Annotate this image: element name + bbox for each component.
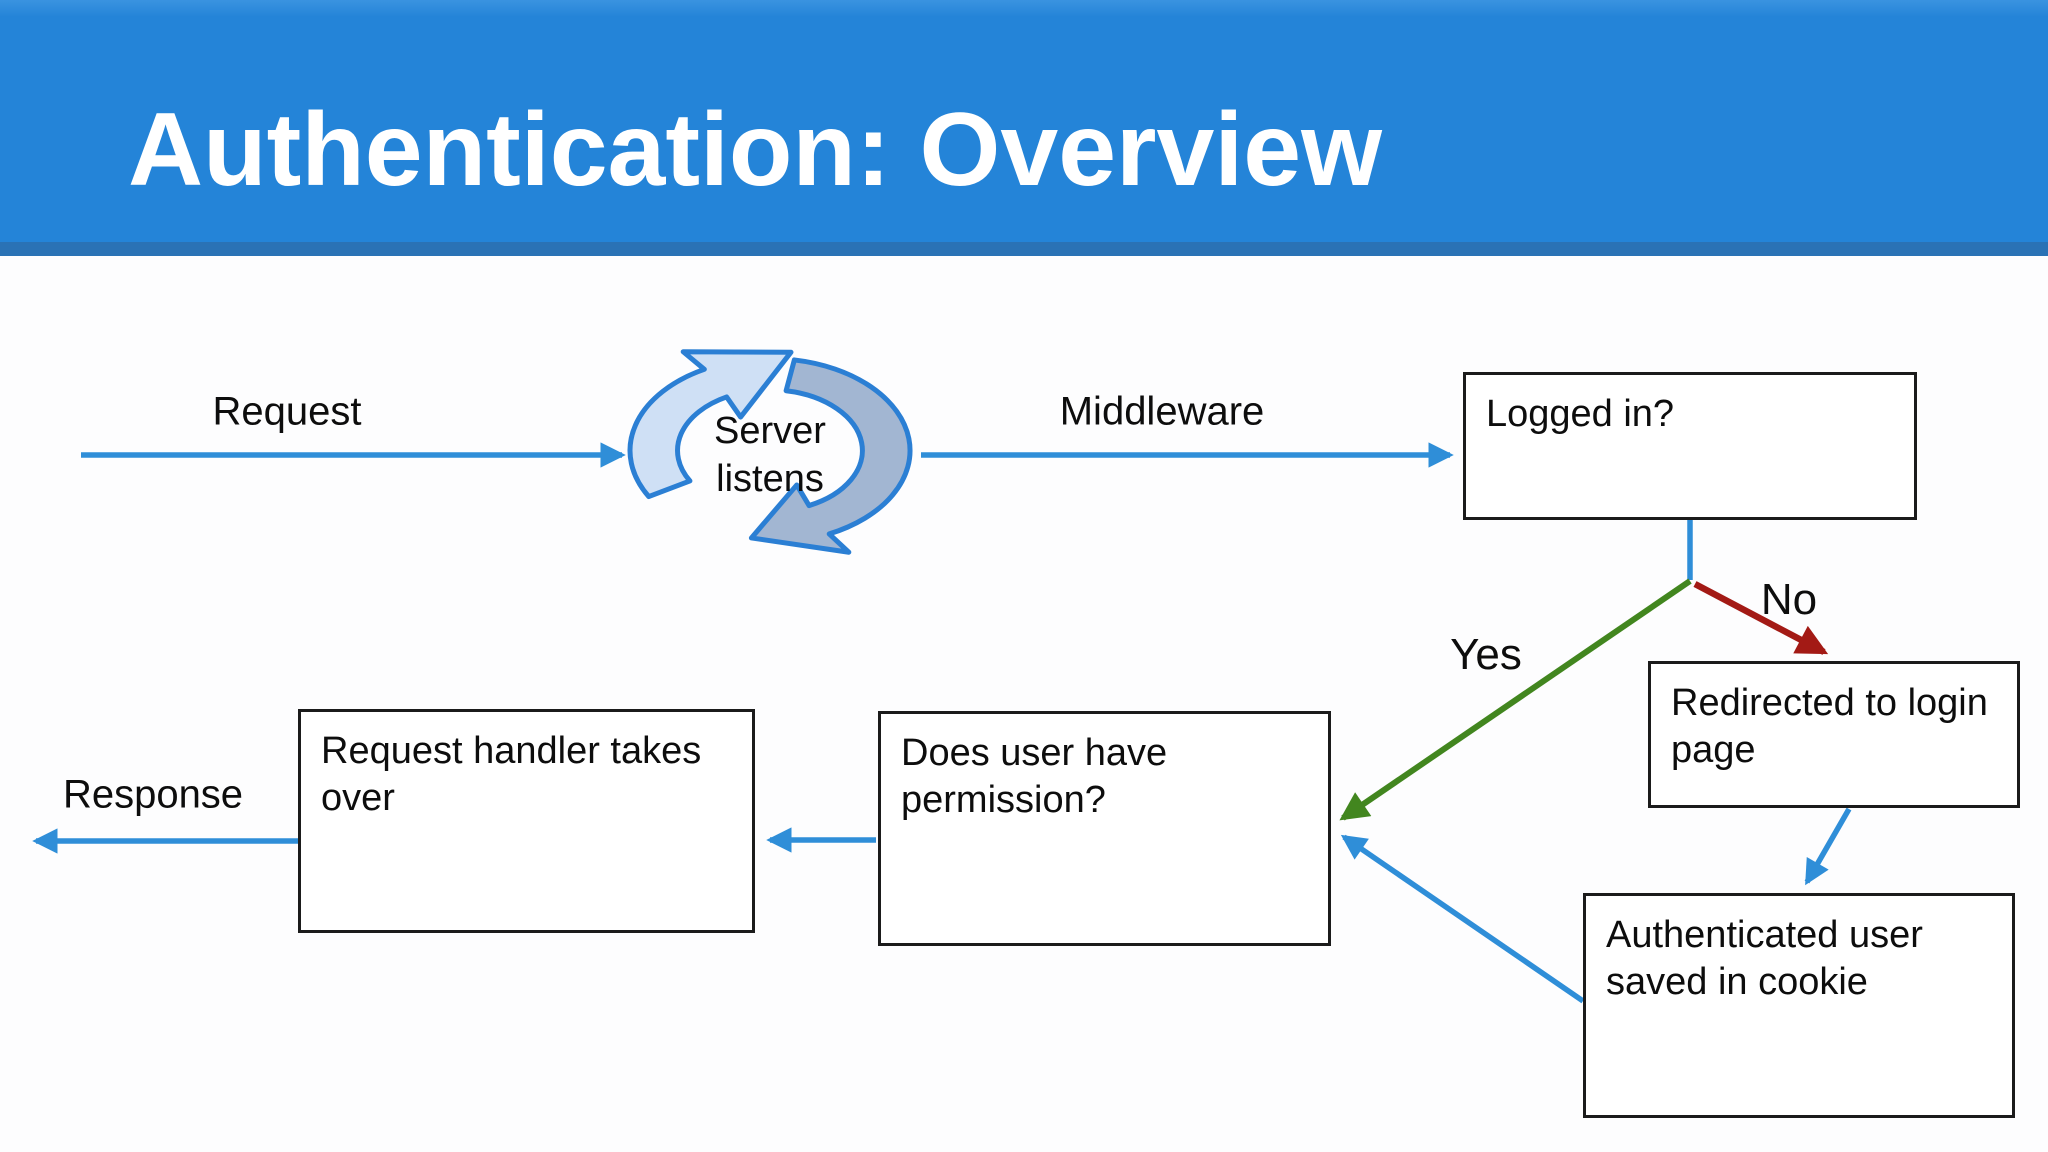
edge-label-middleware: Middleware <box>1059 389 1265 434</box>
edge-label-yes: Yes <box>1450 630 1522 679</box>
node-request-handler: Request handler takes over <box>298 709 755 933</box>
edge-label-no: No <box>1760 575 1818 624</box>
node-auth-cookie-text: Authenticated user saved in cookie <box>1606 914 1923 1004</box>
node-request-handler-text: Request handler takes over <box>321 730 702 820</box>
node-logged-in-text: Logged in? <box>1486 393 1675 435</box>
server-loop-bottom-arrow <box>751 360 910 552</box>
arrow-redirect-to-auth-cookie <box>1804 807 1852 886</box>
node-permission-text: Does user have permission? <box>901 732 1168 822</box>
server-listens-line1: Server <box>714 410 826 452</box>
node-redirected-login-text: Redirected to login page <box>1671 682 1988 772</box>
server-loop-icon <box>630 352 910 552</box>
server-listens-line2: listens <box>716 457 824 500</box>
flowchart-canvas: Server listens Logged in? Redirected to … <box>0 256 2048 1152</box>
node-redirected-login: Redirected to login page <box>1648 661 2020 808</box>
slide-title: Authentication: Overview <box>128 92 1382 208</box>
node-permission: Does user have permission? <box>878 711 1331 946</box>
arrow-no <box>1693 581 1829 655</box>
arrow-yes <box>1339 578 1692 821</box>
title-banner-shadow-strip <box>0 242 2048 256</box>
server-listens-label: Server listens <box>714 408 826 504</box>
title-banner <box>0 0 2048 242</box>
arrow-auth-cookie-to-permission <box>1340 834 1585 1004</box>
node-auth-cookie: Authenticated user saved in cookie <box>1583 893 2015 1118</box>
edge-label-request: Request <box>212 389 362 434</box>
server-loop-top-arrow <box>630 352 791 497</box>
edge-label-response: Response <box>62 772 244 817</box>
flowchart-arrows-layer <box>32 256 1852 1004</box>
node-logged-in: Logged in? <box>1463 372 1917 520</box>
